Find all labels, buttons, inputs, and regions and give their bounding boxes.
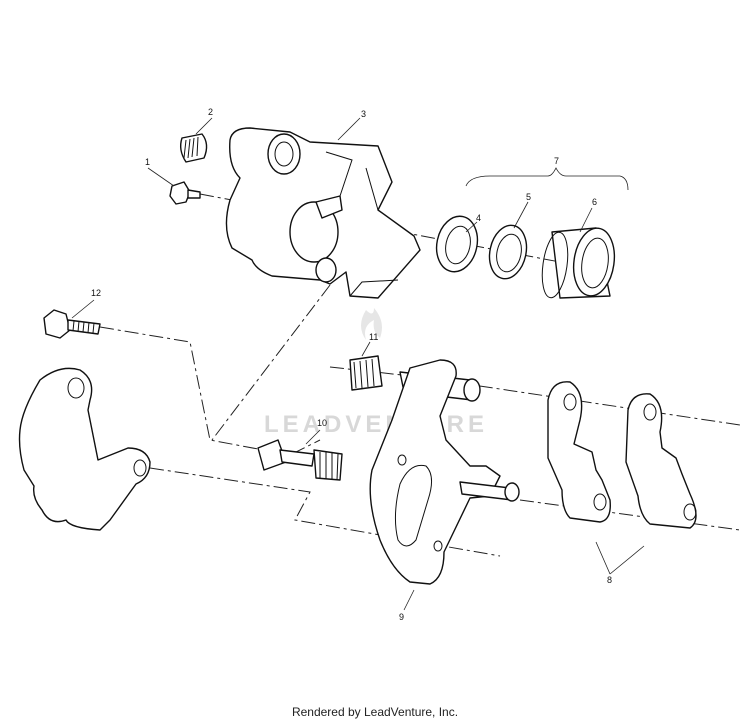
flame-logo-icon bbox=[361, 308, 382, 340]
lower-slide-pin bbox=[257, 439, 343, 481]
piston-seal bbox=[435, 215, 479, 273]
callout-3: 3 bbox=[361, 109, 366, 119]
dust-seal bbox=[488, 224, 528, 280]
watermark: LEADVENTURE bbox=[264, 308, 488, 438]
callout-labels: 1 2 3 4 5 6 7 8 9 10 11 12 bbox=[91, 107, 612, 622]
lower-pin-axis bbox=[149, 467, 501, 557]
brake-pad-inner bbox=[547, 381, 611, 523]
diagonal-axis bbox=[211, 284, 331, 441]
knuckle-bracket bbox=[18, 367, 151, 531]
threaded-plug bbox=[179, 133, 208, 163]
callout-2: 2 bbox=[208, 107, 213, 117]
callout-8: 8 bbox=[607, 575, 612, 585]
callout-5: 5 bbox=[526, 192, 531, 202]
callout-11: 11 bbox=[369, 332, 378, 342]
caliper-housing bbox=[225, 127, 421, 299]
callout-9: 9 bbox=[399, 612, 404, 622]
watermark-text: LEADVENTURE bbox=[264, 411, 488, 438]
callout-6: 6 bbox=[592, 197, 597, 207]
pad-lower-axis bbox=[519, 499, 741, 531]
caliper-bracket bbox=[369, 359, 520, 585]
mounting-bolt bbox=[43, 309, 101, 339]
callout-10: 10 bbox=[317, 418, 327, 428]
callout-7: 7 bbox=[554, 156, 559, 166]
brake-pad-outer bbox=[625, 393, 697, 529]
callout-12: 12 bbox=[91, 288, 101, 298]
footer-credit: Rendered by LeadVenture, Inc. bbox=[291, 705, 459, 719]
piston bbox=[541, 227, 616, 299]
leader-lines bbox=[71, 117, 645, 611]
bolt-axis bbox=[99, 326, 321, 456]
callout-1: 1 bbox=[145, 157, 150, 167]
bleeder-screw bbox=[169, 181, 201, 205]
callout-4: 4 bbox=[476, 213, 481, 223]
